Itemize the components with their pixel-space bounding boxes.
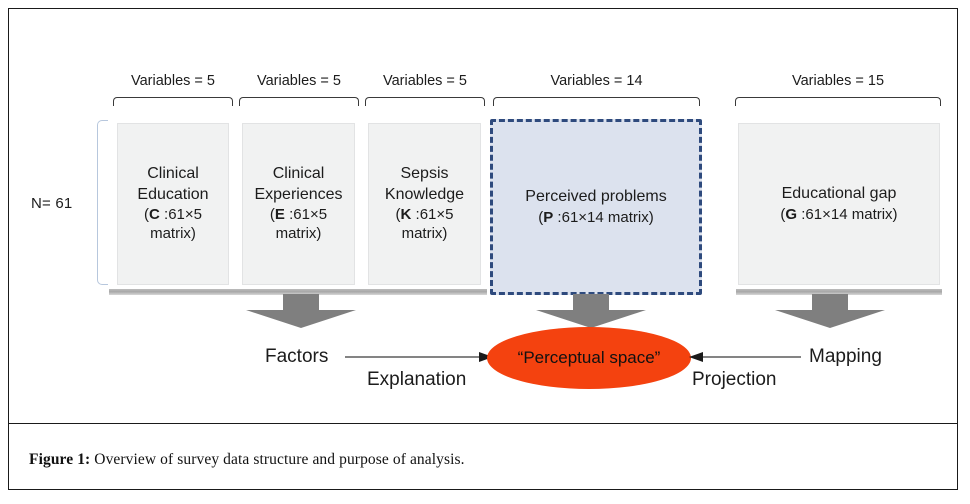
down-arrow-perceived-problems — [536, 294, 646, 328]
data-box-clinical-education[interactable]: Clinical Education (C :61×5 matrix) — [117, 123, 229, 285]
figure-caption-text: Overview of survey data structure and pu… — [90, 451, 465, 468]
data-box-clinical-experiences[interactable]: Clinical Experiences (E :61×5 matrix) — [242, 123, 355, 285]
data-box-matrix: (E :61×5 matrix) — [269, 206, 328, 243]
data-box-matrix: (C :61×5 matrix) — [144, 206, 202, 243]
down-arrow-mapping — [775, 294, 885, 328]
variable-group-sepsis-knowledge: Variables = 5 — [365, 73, 485, 108]
data-box-sepsis-knowledge[interactable]: Sepsis Knowledge (K :61×5 matrix) — [368, 123, 481, 285]
down-arrow-factors — [246, 294, 356, 328]
variable-group-clinical-experiences: Variables = 5 — [239, 73, 359, 108]
data-box-matrix: (K :61×5 matrix) — [395, 206, 454, 243]
term-mapping: Mapping — [809, 346, 882, 367]
perceptual-space-node[interactable]: “Perceptual space” — [487, 327, 691, 389]
variables-bracket — [735, 97, 941, 106]
baseline-bar-left-groups — [109, 289, 487, 295]
variables-count-label: Variables = 15 — [791, 73, 885, 89]
caption-divider — [9, 423, 957, 424]
data-box-title: Clinical Education — [137, 165, 209, 203]
figure-caption: Figure 1: Overview of survey data struct… — [29, 451, 929, 469]
data-box-title: Clinical Experiences — [254, 165, 343, 203]
perceptual-space-label: “Perceptual space” — [517, 348, 661, 367]
variable-group-educational-gap: Variables = 15 — [735, 73, 941, 108]
variables-bracket — [365, 97, 485, 106]
label-projection: Projection — [692, 369, 777, 390]
variables-count-label: Variables = 14 — [550, 73, 643, 89]
data-box-title: Sepsis Knowledge — [384, 165, 465, 203]
variables-bracket — [113, 97, 233, 106]
data-box-perceived-problems[interactable]: Perceived problems (P :61×14 matrix) — [490, 119, 702, 295]
data-box-matrix: (P :61×14 matrix) — [538, 208, 654, 226]
variable-group-perceived-problems: Variables = 14 — [493, 73, 700, 108]
sample-size-label: N= 61 — [31, 195, 73, 212]
data-box-matrix: (G :61×14 matrix) — [780, 205, 898, 223]
figure-frame: N= 61 Variables = 5 Clinical Education (… — [8, 8, 958, 490]
sample-size-bracket — [97, 120, 108, 285]
term-factors: Factors — [265, 346, 329, 367]
data-box-title: Perceived problems — [525, 188, 667, 206]
variables-count-label: Variables = 5 — [383, 73, 467, 89]
projection-arrow — [689, 352, 801, 362]
variables-count-label: Variables = 5 — [257, 73, 341, 89]
diagram-canvas: N= 61 Variables = 5 Clinical Education (… — [9, 9, 957, 423]
label-explanation: Explanation — [367, 369, 467, 390]
variable-group-clinical-education: Variables = 5 — [113, 73, 233, 108]
variables-count-label: Variables = 5 — [131, 73, 215, 89]
data-box-educational-gap[interactable]: Educational gap (G :61×14 matrix) — [738, 123, 940, 285]
figure-caption-prefix: Figure 1: — [29, 451, 91, 468]
explanation-arrow — [345, 352, 493, 362]
baseline-bar-educational-gap — [736, 289, 942, 295]
data-box-title: Educational gap — [781, 185, 897, 203]
variables-bracket — [239, 97, 359, 106]
variables-bracket — [493, 97, 700, 106]
